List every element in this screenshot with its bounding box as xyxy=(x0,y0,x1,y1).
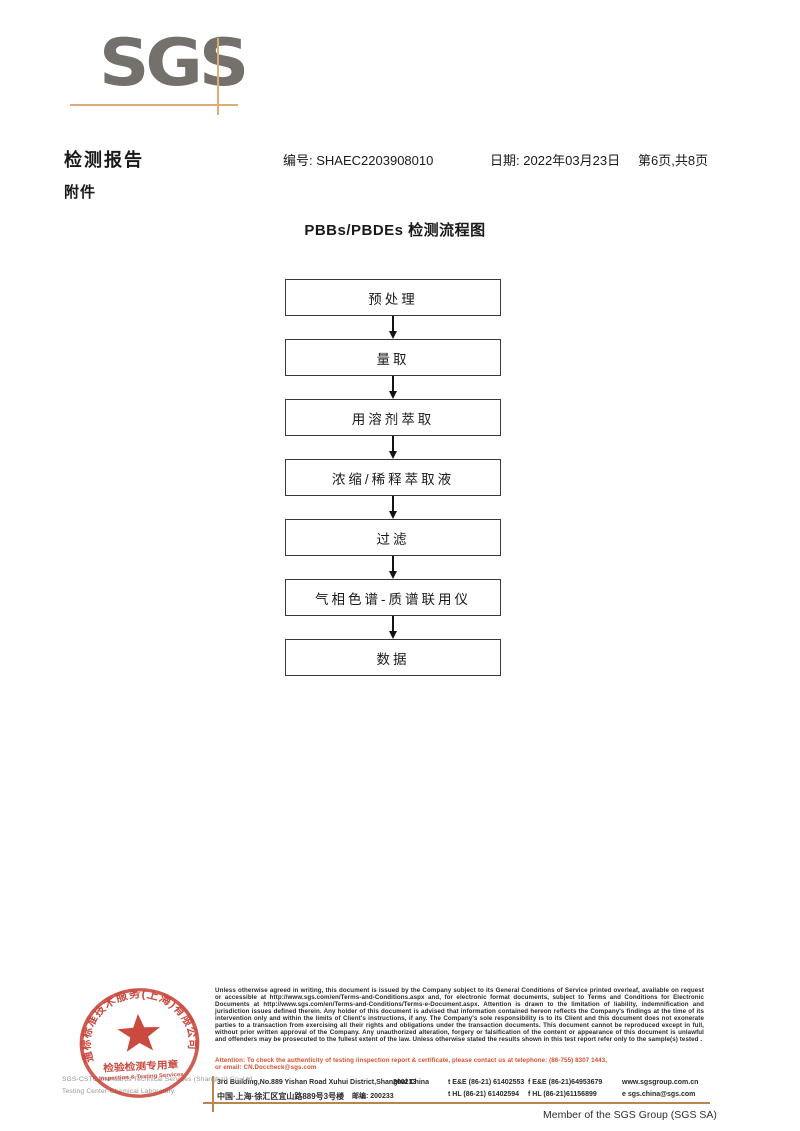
flow-step-concentrate-dilute: 浓缩/稀释萃取液 xyxy=(285,459,501,496)
authenticity-notice-line1: Attention: To check the authenticity of … xyxy=(215,1057,608,1064)
stamp-purpose-text-en: Inspection & Testing Services xyxy=(99,1072,184,1082)
company-name-en: SGS-CSTC Standards Technical Services (S… xyxy=(62,1076,255,1083)
report-number: 编号: SHAEC2203908010 xyxy=(283,150,433,169)
phone-hl: t HL (86-21) 61402594 xyxy=(448,1091,520,1098)
company-stamp: 通标标准技术服务(上海)有限公司 检验检测专用章 Inspection & Te… xyxy=(75,984,201,1098)
stamp-purpose-text: 检验检测专用章 xyxy=(103,1058,179,1074)
address-english: 3rd Building,No.889 Yishan Road Xuhui Di… xyxy=(217,1079,429,1086)
arrow-down-icon xyxy=(285,616,501,639)
arrow-down-icon xyxy=(285,376,501,399)
email-address: e sgs.china@sgs.com xyxy=(622,1091,696,1098)
phone-ee: t E&E (86-21) 61402553 xyxy=(448,1079,525,1086)
flow-step-data: 数据 xyxy=(285,639,501,676)
postcode-english: 200233 xyxy=(393,1079,417,1086)
flow-step-solvent-extraction: 用溶剂萃取 xyxy=(285,399,501,436)
star-icon xyxy=(117,1013,161,1052)
website-url: www.sgsgroup.com.cn xyxy=(622,1079,699,1086)
flowchart: 预处理 量取 用溶剂萃取 浓缩/稀释萃取液 过滤 气相色谱-质谱联用仪 数据 xyxy=(285,279,501,676)
report-date: 日期: 2022年03月23日 xyxy=(490,150,620,169)
flow-step-filter: 过滤 xyxy=(285,519,501,556)
footer-crop-vline xyxy=(212,1076,214,1112)
authenticity-notice-line2: or email: CN.Doccheck@sgs.com xyxy=(215,1064,317,1071)
address-chinese: 中国·上海·徐汇区宜山路889号3号楼 xyxy=(217,1092,345,1101)
fax-ee: f E&E (86-21)64953679 xyxy=(528,1079,603,1086)
report-date-value: 2022年03月23日 xyxy=(523,153,621,168)
logo-crop-hline xyxy=(70,104,238,106)
sgs-membership-note: Member of the SGS Group (SGS SA) xyxy=(543,1109,717,1121)
terms-disclaimer: Unless otherwise agreed in writing, this… xyxy=(215,987,704,1043)
flow-step-pretreatment: 预处理 xyxy=(285,279,501,316)
fax-hl: f HL (86-21)61156899 xyxy=(528,1091,597,1098)
arrow-down-icon xyxy=(285,436,501,459)
logo-crop-vline xyxy=(217,38,219,115)
arrow-down-icon xyxy=(285,316,501,339)
page-indicator: 第6页,共8页 xyxy=(638,153,709,168)
stamp-ring xyxy=(79,988,200,1098)
postcode-chinese: 邮编: 200233 xyxy=(352,1093,394,1100)
footer-rule xyxy=(203,1102,710,1105)
flow-step-measure: 量取 xyxy=(285,339,501,376)
report-date-label: 日期: xyxy=(490,153,520,168)
arrow-down-icon xyxy=(285,496,501,519)
report-number-value: SHAEC2203908010 xyxy=(316,153,434,168)
attachment-label: 附件 xyxy=(64,184,97,201)
report-title: 检测报告 xyxy=(64,150,144,170)
authenticity-notice: Attention: To check the authenticity of … xyxy=(215,1057,704,1071)
flow-step-gcms: 气相色谱-质谱联用仪 xyxy=(285,579,501,616)
report-number-label: 编号: xyxy=(283,153,313,168)
flowchart-title: PBBs/PBDEs 检测流程图 xyxy=(304,222,486,239)
sgs-logo-text: SGS xyxy=(99,24,249,101)
arrow-down-icon xyxy=(285,556,501,579)
